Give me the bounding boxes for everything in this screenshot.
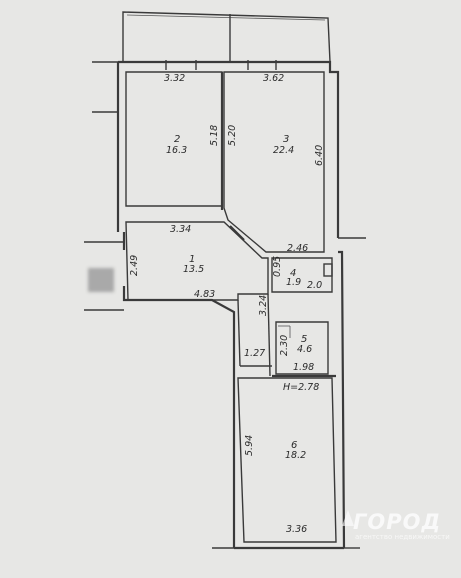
dim-top-right: 3.62 [263, 73, 284, 84]
dim-bottom: 3.36 [286, 524, 307, 535]
dim-height: H=2.78 [283, 382, 319, 393]
watermark-brand: ГОРОД [353, 510, 442, 534]
room-6-number: 6 [291, 440, 297, 451]
dim-left-side: 2.49 [129, 255, 140, 276]
watermark-tagline: агентство недвижимости [355, 533, 450, 541]
room-3-number: 3 [283, 134, 289, 145]
room-4-area: 1.9 [286, 277, 301, 288]
watermark-logo-icon [342, 510, 354, 526]
dim-top-left: 3.32 [164, 73, 185, 84]
room-2-area: 16.3 [166, 145, 187, 156]
room-4-number: 4 [290, 268, 296, 279]
dim-room6-side: 5.94 [244, 435, 255, 456]
room-3-area: 22.4 [273, 145, 294, 156]
room-3-outline [223, 71, 325, 253]
dim-mid-right: 2.46 [287, 243, 308, 254]
dim-corridor-width: 1.27 [244, 348, 265, 359]
room-5-number: 5 [301, 334, 307, 345]
room-6-area: 18.2 [285, 450, 306, 461]
dim-room3-side: 5.20 [227, 125, 238, 146]
dim-room2-side: 5.18 [209, 125, 220, 146]
dim-right-long: 6.40 [314, 145, 325, 166]
outer-wall-right-lower [338, 250, 346, 549]
redacted-area [88, 268, 114, 292]
dim-mid-left: 3.34 [170, 224, 191, 235]
room-4-outline [271, 257, 333, 293]
room-1-area: 13.5 [183, 264, 204, 275]
room-1-number: 1 [189, 254, 195, 265]
room-5-outline [275, 321, 329, 375]
dim-bath-side: 2.30 [279, 335, 290, 356]
door-room-3 [229, 225, 245, 241]
dim-small-width: 0.95 [272, 256, 283, 277]
outer-wall-top-right [118, 60, 340, 238]
balcony-outline [122, 11, 331, 63]
dim-hall-bottom: 4.83 [194, 289, 215, 300]
dim-bath-bottom: 1.98 [293, 362, 314, 373]
room-2-number: 2 [174, 134, 180, 145]
room-5-area: 4.6 [297, 344, 312, 355]
dim-small-len: 2.0 [307, 280, 322, 291]
dim-corridor: 3.24 [258, 295, 269, 316]
room-6-outline [237, 377, 337, 543]
